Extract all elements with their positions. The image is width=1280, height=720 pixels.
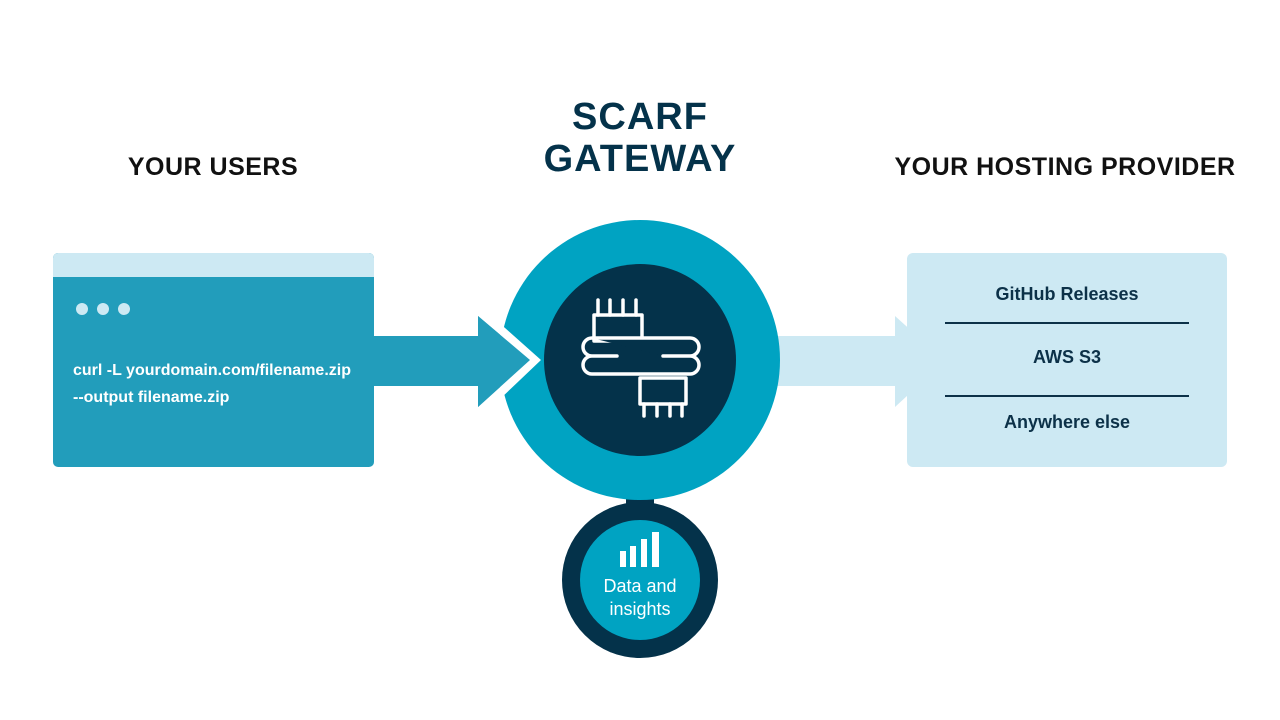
host-item-anywhere-else: Anywhere else (1003, 412, 1131, 432)
insights-label: Data and insights (580, 575, 700, 621)
window-controls (76, 303, 130, 315)
insights-inner-circle (580, 520, 700, 640)
scarf-icon (581, 298, 701, 418)
command-line-2: --output filename.zip (73, 389, 230, 406)
bar-chart-icon (620, 532, 659, 567)
user-terminal-window: curl -L yourdomain.com/filename.zip --ou… (53, 253, 374, 467)
window-dot-icon (76, 303, 88, 315)
scarf-gateway-heading: SCARF GATEWAY (500, 96, 780, 180)
terminal-command: curl -L yourdomain.com/filename.zip --ou… (73, 357, 351, 411)
scarf-gateway-heading-line1: SCARF (572, 96, 708, 138)
gateway-to-hosting-arrow (770, 316, 945, 407)
hosting-provider-heading: YOUR HOSTING PROVIDER (894, 153, 1236, 181)
users-to-gateway-arrowhead (478, 316, 530, 407)
terminal-title-bar (53, 253, 374, 277)
host-item-aws-s3: AWS S3 (1032, 347, 1102, 367)
insights-label-line2: insights (609, 599, 671, 619)
window-dot-icon (118, 303, 130, 315)
scarf-gateway-heading-line2: GATEWAY (543, 138, 737, 180)
host-separator (945, 395, 1189, 397)
host-separator (945, 322, 1189, 324)
hosting-provider-panel: GitHub Releases AWS S3 Anywhere else (907, 253, 1227, 467)
window-dot-icon (97, 303, 109, 315)
host-item-github-releases: GitHub Releases (995, 284, 1139, 304)
command-line-1: curl -L yourdomain.com/filename.zip (73, 362, 351, 379)
insights-label-line1: Data and (603, 576, 677, 596)
your-users-heading: YOUR USERS (127, 153, 299, 181)
